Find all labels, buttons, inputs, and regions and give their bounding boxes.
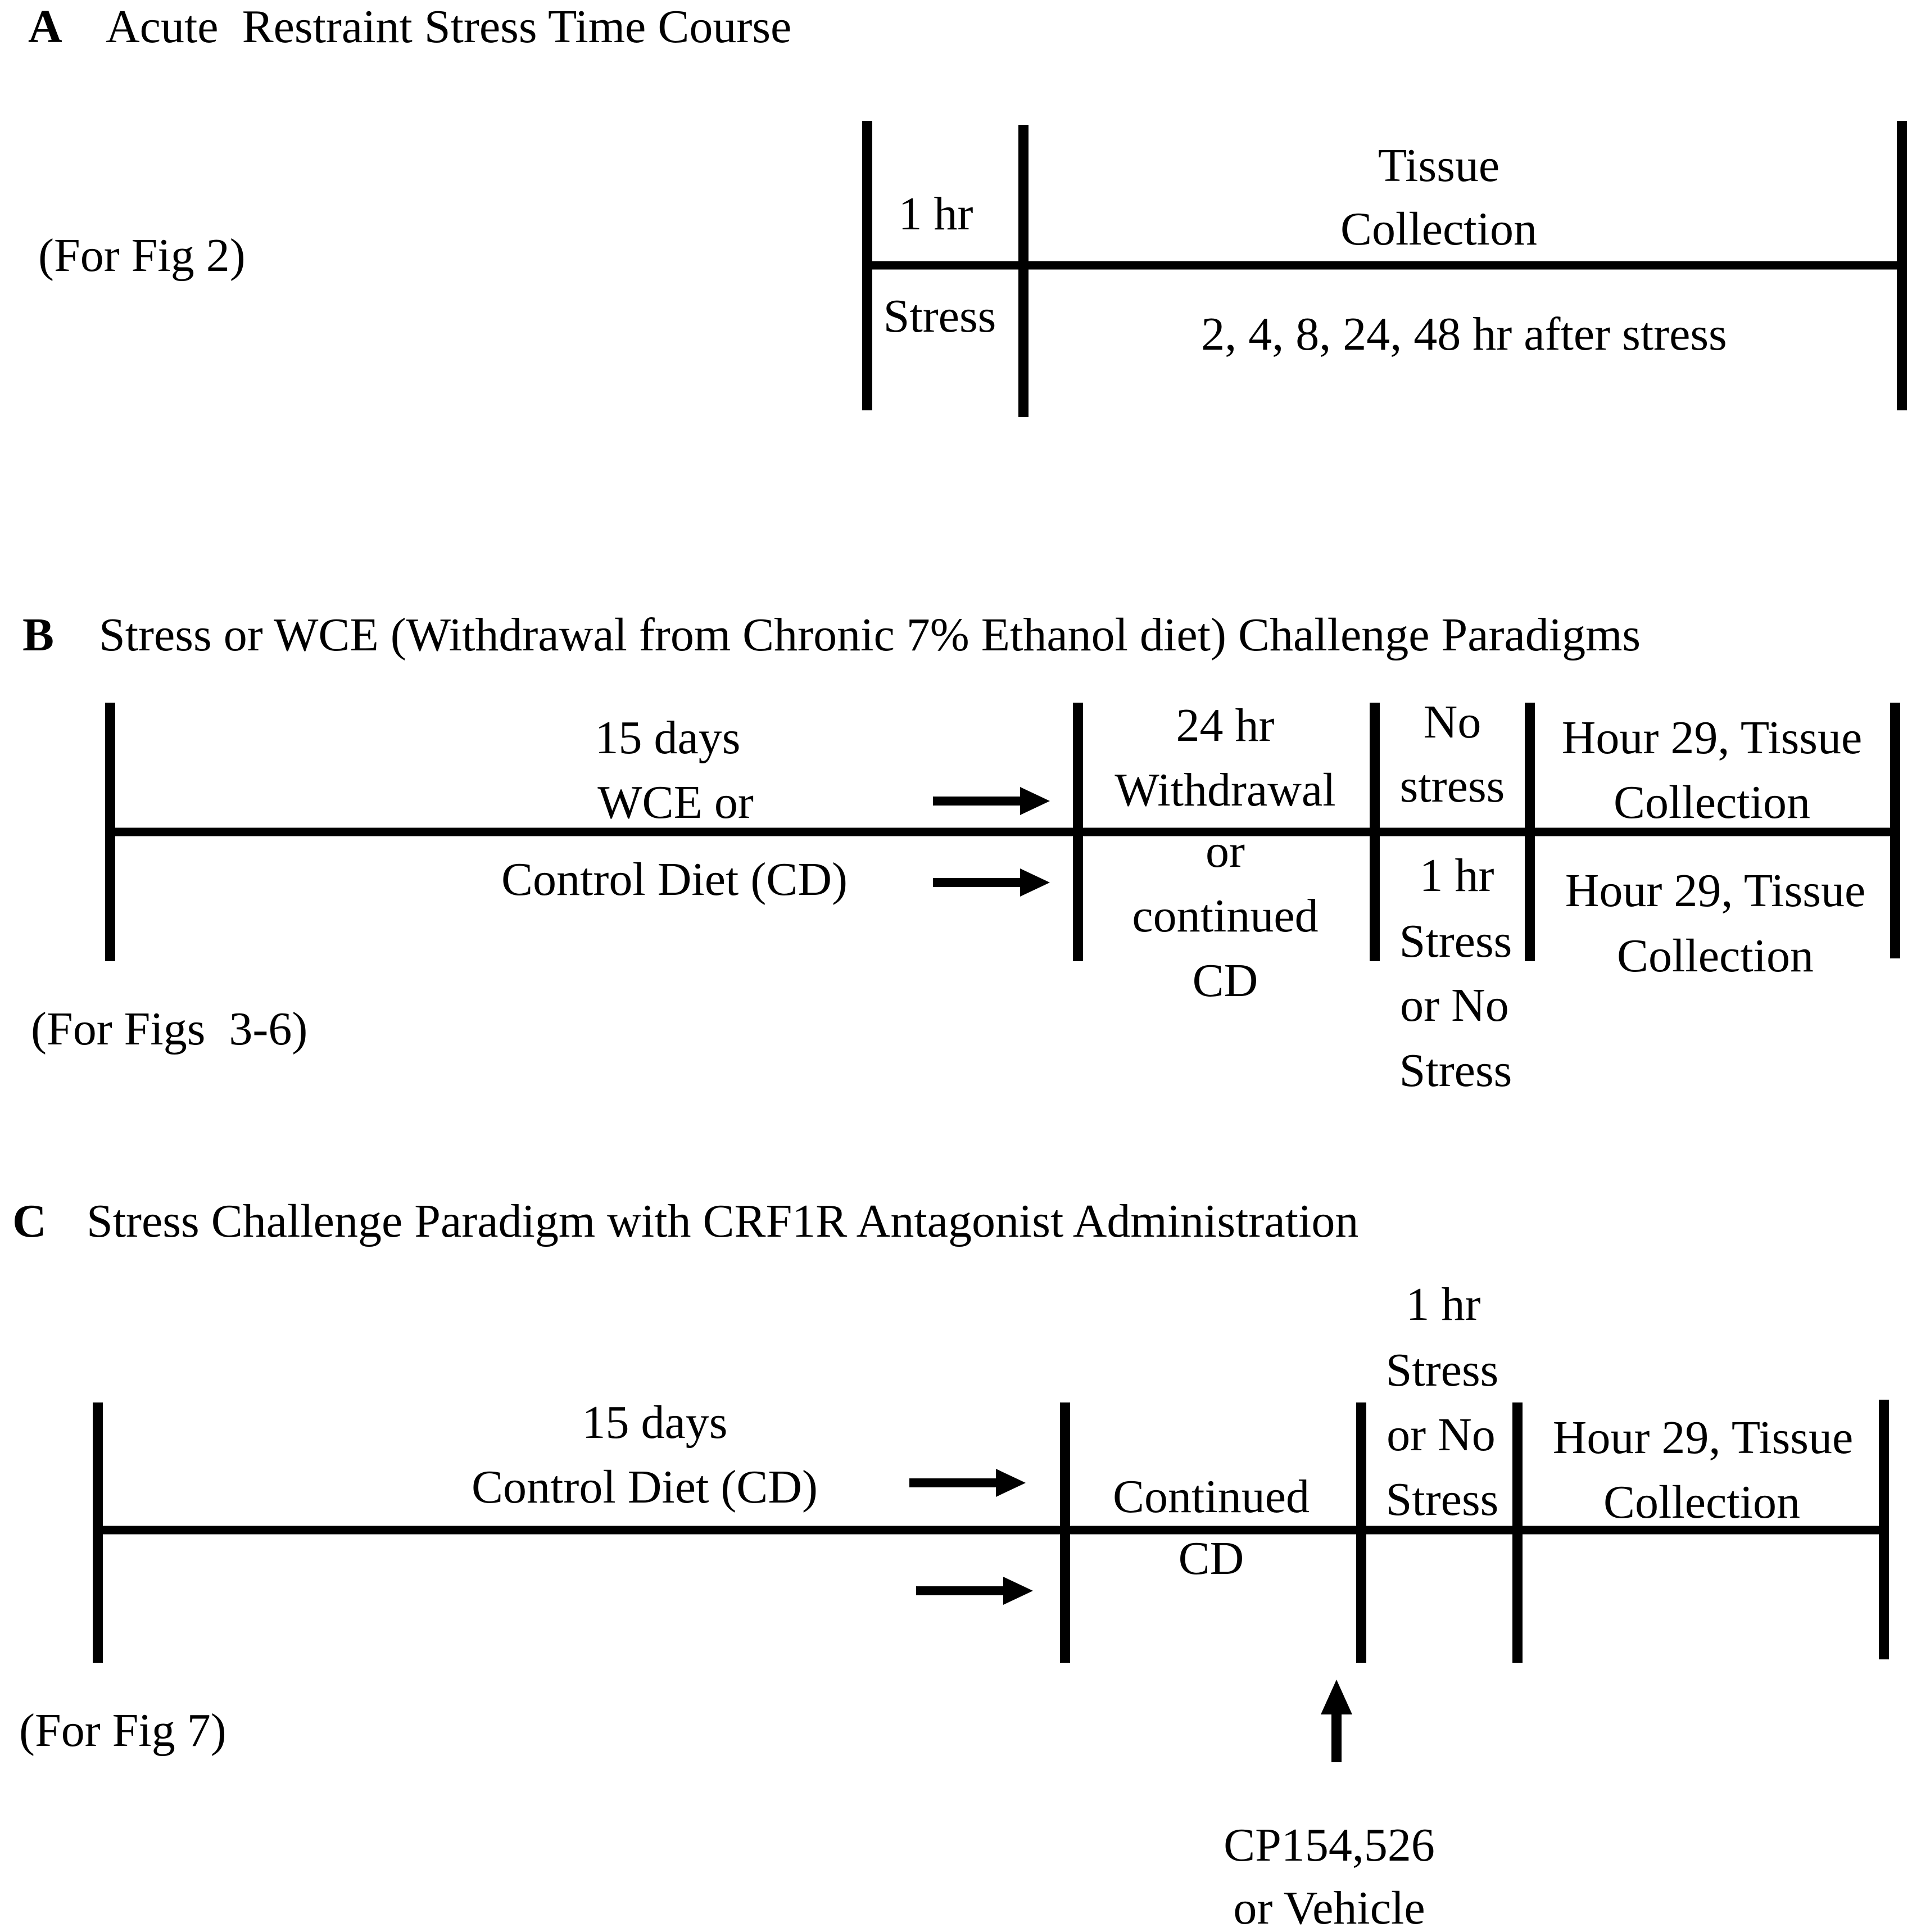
panel-c-title: Stress Challenge Paradigm with CRF1R Ant… bbox=[87, 1195, 1358, 1247]
panel-b-collection-top-line2: Collection bbox=[1614, 776, 1810, 829]
panel-c-arrow-right-icon bbox=[909, 1469, 1026, 1497]
panel-b-diet-line1: 15 days bbox=[595, 712, 741, 764]
panel-a-fig-ref: (For Fig 2) bbox=[38, 229, 246, 282]
panel-c-fig-ref: (For Fig 7) bbox=[19, 1704, 226, 1757]
panel-a-title: Acute Restraint Stress Time Course bbox=[106, 1, 791, 53]
panel-b-diet-line3: Control Diet (CD) bbox=[501, 853, 848, 906]
panel-b-title: Stress or WCE (Withdrawal from Chronic 7… bbox=[99, 609, 1641, 661]
panel-b-withdrawal-line4: continued bbox=[1132, 890, 1318, 942]
panel-c-letter: C bbox=[12, 1195, 47, 1247]
panel-c-collection-line2: Collection bbox=[1603, 1476, 1800, 1528]
panel-a-stress-label: Stress bbox=[884, 290, 996, 342]
panel-a-stress-duration: 1 hr bbox=[899, 188, 973, 240]
panel-a-collection-line1: Tissue bbox=[1378, 139, 1499, 192]
panel-b-stress-line1: 1 hr bbox=[1420, 849, 1494, 902]
panel-c: C Stress Challenge Paradigm with CRF1R A… bbox=[12, 1195, 1889, 1932]
panel-c-stress-line3: or No bbox=[1387, 1409, 1496, 1461]
panel-b-withdrawal-line2: Withdrawal bbox=[1114, 764, 1335, 816]
panel-a: A Acute Restraint Stress Time Course (Fo… bbox=[28, 1, 1907, 417]
panel-c-diet-line2: Control Diet (CD) bbox=[472, 1461, 818, 1513]
panel-c-diet-line1: 15 days bbox=[582, 1396, 728, 1449]
panel-a-collection-line2: Collection bbox=[1340, 203, 1537, 255]
panel-c-drug-line2: or Vehicle bbox=[1233, 1882, 1425, 1932]
panel-a-letter: A bbox=[28, 1, 62, 53]
panel-b-collection-top-line1: Hour 29, Tissue bbox=[1562, 712, 1862, 764]
panel-b: B Stress or WCE (Withdrawal from Chronic… bbox=[22, 609, 1900, 1097]
panel-b-stress-line2: Stress bbox=[1399, 915, 1512, 967]
panel-b-withdrawal-line3: or bbox=[1206, 825, 1245, 877]
panel-b-collection-bottom-line1: Hour 29, Tissue bbox=[1565, 865, 1865, 917]
panel-c-collection-line1: Hour 29, Tissue bbox=[1553, 1411, 1853, 1464]
panel-b-arrow-right-icon bbox=[933, 868, 1050, 897]
panel-b-nostress-line2: stress bbox=[1400, 760, 1505, 812]
panel-b-letter: B bbox=[22, 609, 54, 661]
panel-c-continued-line2: CD bbox=[1179, 1532, 1244, 1585]
panel-b-stress-line3: or No bbox=[1400, 979, 1509, 1031]
panel-c-drug-line1: CP154,526 bbox=[1224, 1819, 1435, 1871]
panel-a-collection-times: 2, 4, 8, 24, 48 hr after stress bbox=[1201, 308, 1727, 360]
panel-b-fig-ref: (For Figs 3-6) bbox=[31, 1003, 307, 1055]
panel-b-nostress-line1: No bbox=[1424, 696, 1481, 748]
panel-b-withdrawal-line5: CD bbox=[1193, 954, 1258, 1007]
panel-b-arrow-right-icon bbox=[933, 787, 1050, 815]
panel-c-arrow-right-icon bbox=[916, 1577, 1033, 1605]
panel-b-withdrawal-line1: 24 hr bbox=[1176, 699, 1275, 752]
panel-c-continued-line1: Continued bbox=[1113, 1471, 1310, 1523]
panel-c-stress-line1: 1 hr bbox=[1406, 1278, 1481, 1331]
panel-c-arrow-up-icon bbox=[1321, 1680, 1352, 1762]
panel-b-collection-bottom-line2: Collection bbox=[1617, 930, 1814, 982]
panel-c-stress-line4: Stress bbox=[1386, 1473, 1499, 1526]
panel-b-stress-line4: Stress bbox=[1399, 1044, 1512, 1097]
panel-b-diet-line2: WCE or bbox=[597, 776, 754, 829]
panel-c-stress-line2: Stress bbox=[1386, 1344, 1499, 1396]
